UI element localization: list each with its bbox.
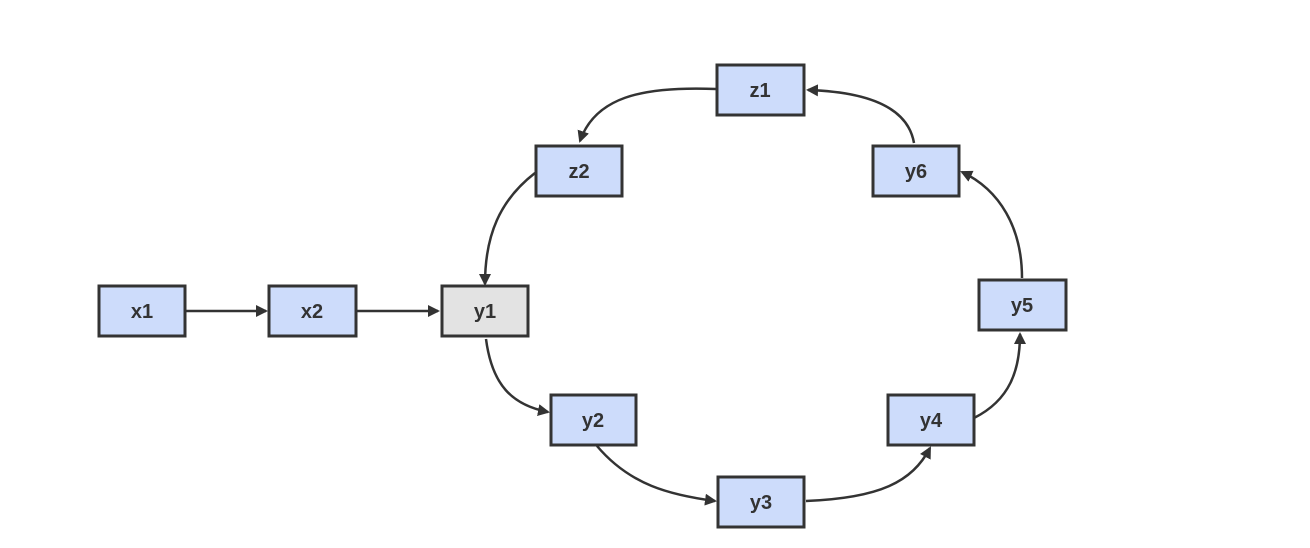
node-y5[interactable]: y5 xyxy=(977,278,1068,332)
node-y2[interactable]: y2 xyxy=(549,393,638,447)
node-y1-label: y1 xyxy=(474,301,496,323)
node-x1-box xyxy=(97,284,187,338)
node-z1-box xyxy=(715,63,806,117)
node-x2-box xyxy=(267,284,358,338)
node-z2-box xyxy=(534,144,624,198)
edge-y6-z1 xyxy=(806,84,916,144)
edge-z2-y1 xyxy=(479,172,536,286)
node-y3-box xyxy=(716,475,806,529)
edges-group xyxy=(186,84,1026,506)
edge-y5-y6 xyxy=(960,170,1024,279)
node-x2-label: x2 xyxy=(301,301,323,323)
edge-y2-y3 xyxy=(596,445,717,506)
node-x1-label: x1 xyxy=(131,301,153,323)
node-z1[interactable]: z1 xyxy=(715,63,806,117)
node-x1[interactable]: x1 xyxy=(97,284,187,338)
node-y4-label: y4 xyxy=(920,410,943,432)
node-z2-label: z2 xyxy=(568,161,589,183)
node-x2[interactable]: x2 xyxy=(267,284,358,338)
node-y6-label: y6 xyxy=(905,161,927,183)
edge-y4-y5 xyxy=(973,332,1026,420)
node-y1[interactable]: y1 xyxy=(440,284,530,338)
edge-z1-z2 xyxy=(577,87,717,143)
node-y4[interactable]: y4 xyxy=(886,393,976,447)
node-y6[interactable]: y6 xyxy=(871,144,961,198)
node-y5-box xyxy=(977,278,1068,332)
node-y2-box xyxy=(549,393,638,447)
nodes-group: x1 x2 y1 y2 y3 y4 y5 y6 xyxy=(97,63,1068,529)
edge-y3-y4 xyxy=(805,446,932,503)
node-z2[interactable]: z2 xyxy=(534,144,624,198)
edge-y1-y2 xyxy=(484,338,550,416)
node-z1-label: z1 xyxy=(749,80,770,102)
node-y3-label: y3 xyxy=(750,492,772,514)
node-y5-label: y5 xyxy=(1011,295,1033,317)
node-y3[interactable]: y3 xyxy=(716,475,806,529)
node-y1-box xyxy=(440,284,530,338)
node-y6-box xyxy=(871,144,961,198)
node-y4-box xyxy=(886,393,976,447)
node-y2-label: y2 xyxy=(582,410,604,432)
